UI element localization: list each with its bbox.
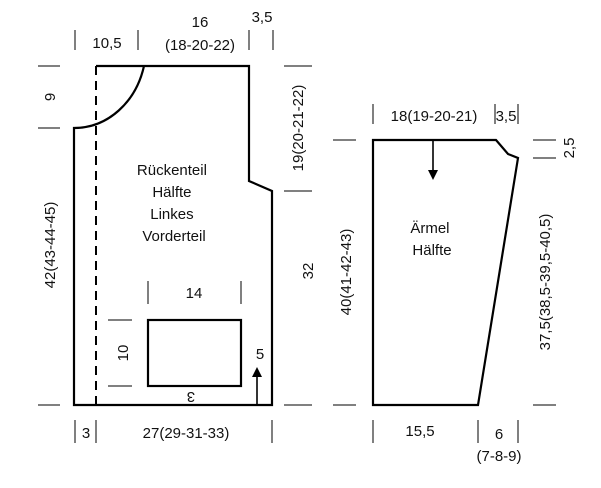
bottom-width-label: 27(29-31-33) [143,425,230,442]
back-piece: Rückenteil Hälfte Linkes Vorderteil 10,5… [38,9,317,443]
sleeve-right-height-label: 37,5(38,5-39,5-40,5) [537,214,554,351]
shoulder-width-label: 3,5 [252,9,273,26]
pocket-outline [146,318,243,388]
armhole-depth-label: 19(20-21-22) [290,85,307,172]
top-width-sizes-label: (18-20-22) [165,37,235,54]
back-name-line-1: Rückenteil [137,162,207,179]
bottom-left-label: 3 [82,425,90,442]
top-width-label: 16 [192,14,209,31]
sleeve-name: Ärmel Hälfte [410,220,453,259]
pocket-arrow [252,367,262,405]
pocket-width-label: 14 [186,285,203,302]
sleeve-bottom-width-label: 15,5 [405,423,434,440]
top-left-width-label: 10,5 [92,35,121,52]
sleeve-bottom-extra-sizes-label: (7-8-9) [476,448,521,465]
sleeve-arrow [428,140,438,180]
sleeve-left-height-label: 40(41-42-43) [338,229,355,316]
neck-depth-label: 9 [42,93,59,101]
sleeve-bottom-extra-label: 6 [495,426,503,443]
sleeve-top-step-label: 3,5 [496,108,517,125]
sleeve-top-drop-label: 2,5 [561,138,578,159]
back-name-line-2: Hälfte [152,184,191,201]
sleeve-top-width-label: 18(19-20-21) [391,108,478,125]
back-piece-name: Rückenteil Hälfte Linkes Vorderteil [137,162,211,245]
sleeve-outline [371,138,520,407]
side-height-label: 32 [300,263,317,280]
pocket-height-label: 10 [115,345,132,362]
total-height-label: 42(43-44-45) [42,202,59,289]
back-piece-outline [72,64,274,407]
sleeve-name-line-1: Ärmel [410,220,449,237]
sleeve-name-line-2: Hälfte [412,242,451,259]
back-name-line-4: Vorderteil [142,228,205,245]
pocket-offset-label: 3 [187,388,195,405]
pocket-arrow-label: 5 [256,346,264,363]
sleeve-piece: Ärmel Hälfte 18(19-20-21) 3,5 2,5 40(41-… [333,104,578,465]
back-name-line-3: Linkes [150,206,193,223]
